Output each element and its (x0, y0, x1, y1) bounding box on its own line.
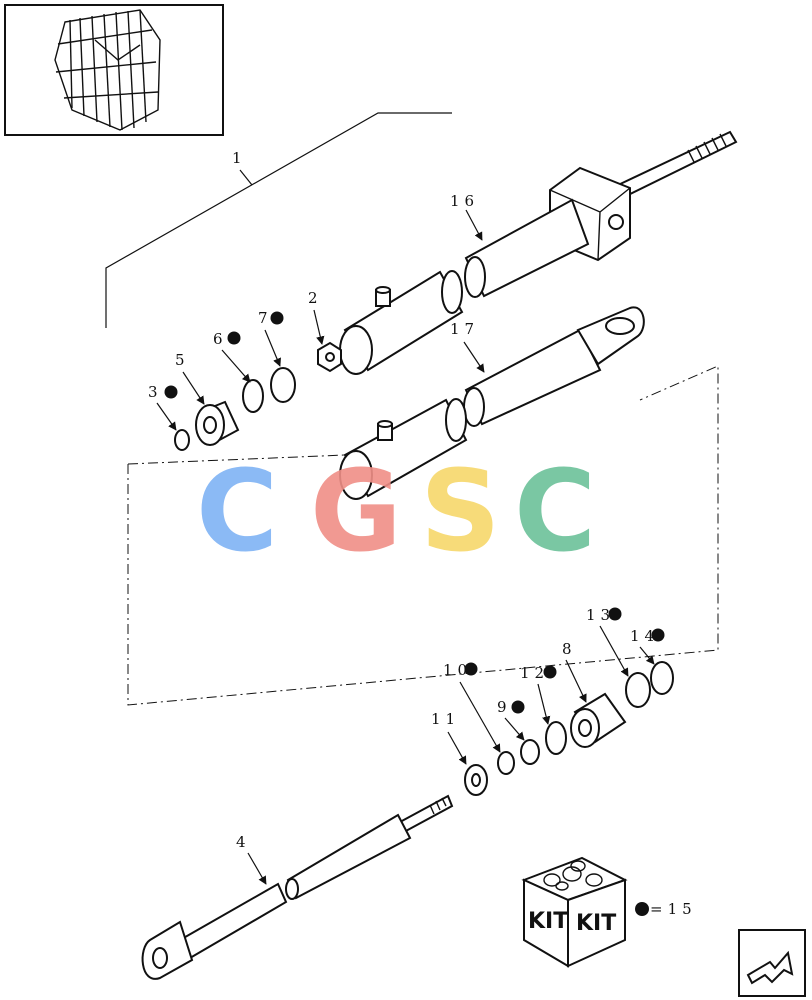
cylinder-barrel-lower (339, 398, 468, 500)
watermark-s: S (420, 447, 501, 577)
o-ring-13 (625, 672, 651, 708)
rod-end-part (464, 130, 738, 298)
label-1: 1 (232, 149, 247, 167)
kit-dot-markers (164, 311, 665, 714)
label-2: 2 (308, 289, 323, 307)
kit-legend-dot (635, 902, 649, 916)
assembly-outline (127, 365, 719, 706)
o-ring-7 (270, 367, 296, 403)
kit-box-icon: KIT KIT (521, 856, 628, 968)
clevis-rod-part (463, 306, 645, 427)
watermark-c2: C (514, 447, 596, 577)
wiper-11 (464, 764, 488, 796)
watermark-logo: C G S C (196, 447, 596, 577)
label-4: 4 (236, 833, 251, 851)
label-10: 10 (443, 661, 472, 679)
snap-ring-3 (174, 429, 190, 451)
kit-label-left: KIT (528, 909, 568, 934)
gland-8 (570, 692, 627, 748)
label-9: 9 (497, 698, 512, 716)
return-arrow-icon[interactable] (738, 929, 806, 997)
back-up-ring-14 (650, 661, 674, 695)
piston-rod-part (141, 794, 454, 980)
leader-arrows (156, 209, 655, 885)
label-14: 14 (630, 627, 659, 645)
label-8: 8 (562, 640, 577, 658)
label-17: 17 (450, 320, 479, 338)
label-6: 6 (213, 330, 228, 348)
assembly-outline (127, 454, 346, 465)
back-up-ring-6 (242, 379, 264, 413)
label-12: 12 (520, 664, 549, 682)
watermark-c1: C (196, 447, 278, 577)
cylinder-barrel-upper (339, 270, 464, 375)
nut-2 (317, 341, 342, 373)
label-5: 5 (175, 351, 190, 369)
seal-10 (497, 751, 515, 775)
piston-5 (195, 400, 240, 446)
label-13: 13 (586, 606, 615, 624)
baler-thumbnail-icon[interactable] (4, 4, 224, 136)
kit-legend-text: =15 (650, 900, 697, 918)
callout-bracket (105, 112, 452, 328)
ring-9 (520, 739, 540, 765)
label-16: 16 (450, 192, 479, 210)
label-7: 7 (258, 309, 273, 327)
watermark-g: G (310, 447, 402, 577)
leader-line (239, 169, 253, 186)
label-3: 3 (148, 383, 163, 401)
kit-label-right: KIT (576, 911, 616, 936)
label-11: 11 (431, 710, 460, 728)
snap-ring-12 (545, 721, 567, 755)
